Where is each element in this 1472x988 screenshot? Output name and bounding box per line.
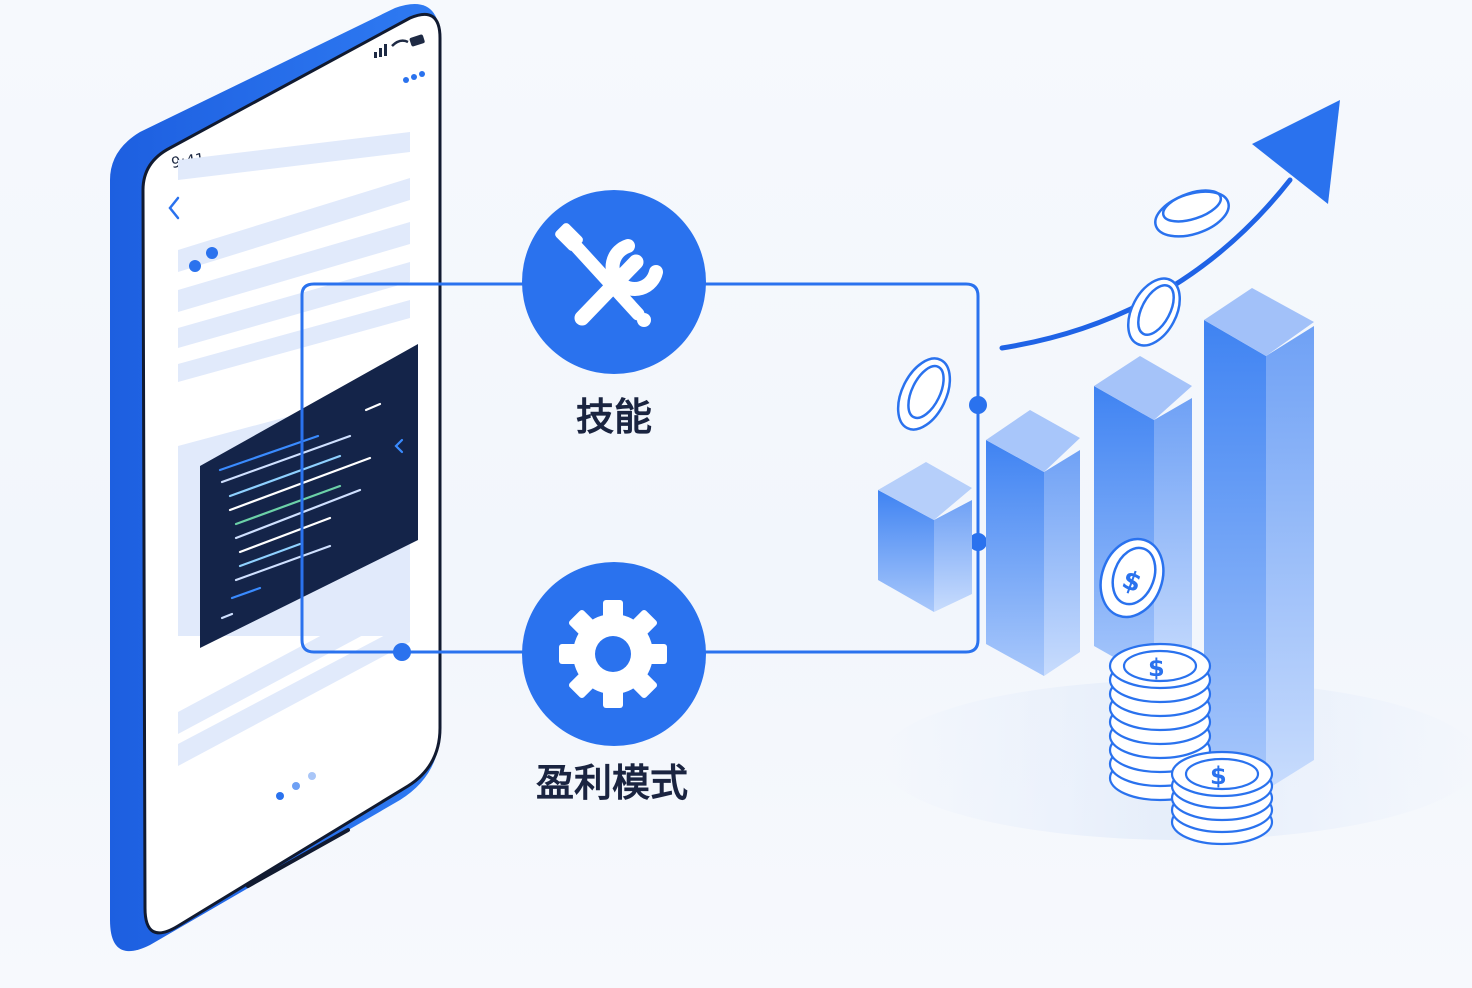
bar-4 [1204,288,1314,790]
connector-left-bottom [300,639,524,654]
bar-1 [878,462,972,612]
connector-node-upper [969,396,987,414]
coin-icon [1154,189,1230,238]
connector-left-top [300,282,524,640]
avatar-dots [189,247,218,272]
business-model-node: 盈利模式 [522,562,706,805]
coin-icon [1127,277,1181,347]
connector-right-loop [704,282,980,654]
home-indicator [246,828,350,888]
phone: 9:41 [110,4,442,952]
dollar-coin-icon: $ [1099,537,1165,619]
more-icon[interactable] [403,71,425,83]
dollar-sign-icon: $ [1148,654,1165,682]
wrench-screwdriver-icon [555,223,663,327]
wifi-icon [391,39,409,47]
bar-3 [1094,356,1192,680]
connector-lines [300,282,980,654]
code-lines [218,402,404,620]
connector-node-lower [969,533,987,551]
code-panel [200,344,418,648]
coin-icon [896,357,952,431]
pagination-dots[interactable] [276,772,316,800]
business-model-label: 盈利模式 [536,761,688,805]
gear-icon [559,600,667,708]
coin-stack-small: $ [1170,750,1274,846]
skills-label: 技能 [576,395,652,439]
signal-icon [374,44,387,58]
dollar-sign-icon: $ [1210,762,1227,790]
battery-icon [409,34,425,47]
skills-node: 技能 [522,190,706,439]
bar-2 [986,410,1080,676]
back-chevron-icon[interactable] [168,196,180,220]
connector-node-phone [393,643,411,661]
floating-coins: $ [896,189,1230,619]
